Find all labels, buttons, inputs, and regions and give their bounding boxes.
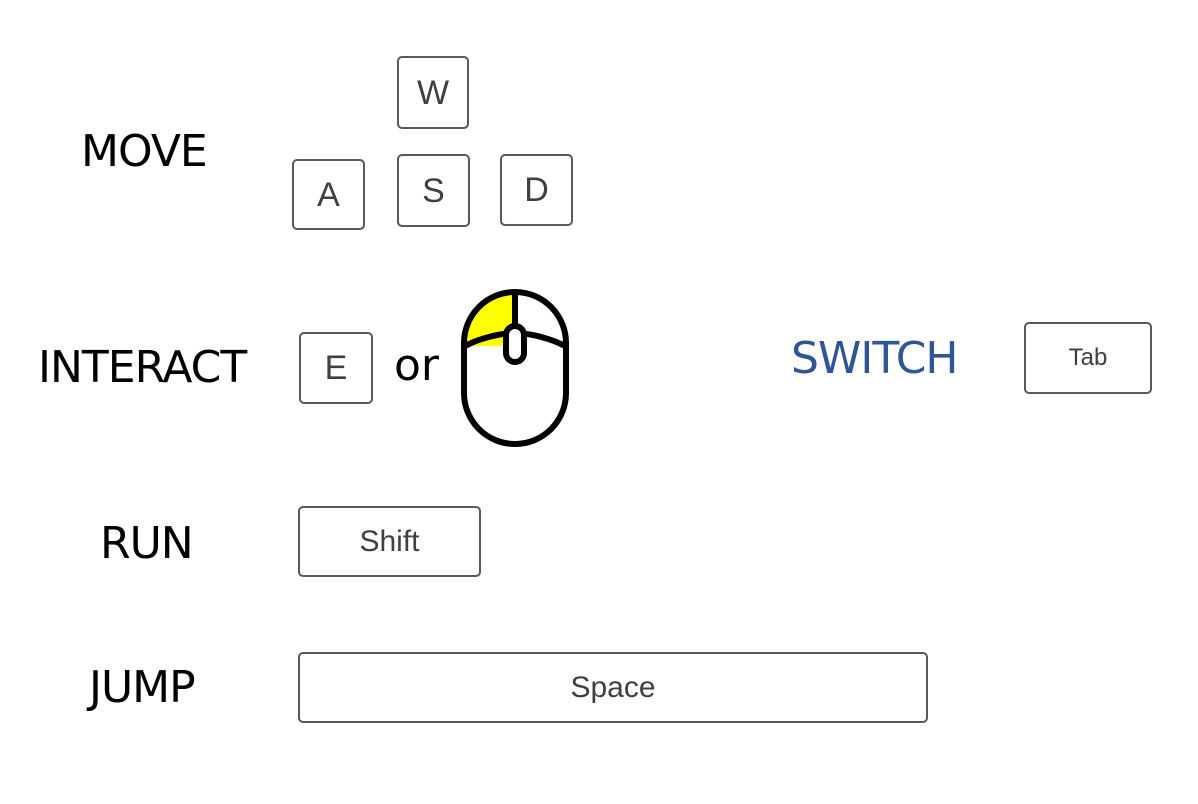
key-space: Space: [298, 652, 928, 723]
key-e-label: E: [324, 349, 348, 387]
key-d-label: D: [524, 171, 549, 209]
key-w: W: [397, 56, 469, 129]
move-label: MOVE: [81, 126, 208, 177]
key-tab: Tab: [1024, 322, 1152, 394]
run-label: RUN: [100, 518, 194, 569]
key-shift: Shift: [298, 506, 481, 577]
key-s-label: S: [422, 171, 445, 210]
jump-label: JUMP: [89, 662, 196, 713]
key-a-label: A: [317, 175, 340, 214]
interact-label: INTERACT: [38, 342, 247, 393]
key-space-label: Space: [570, 670, 656, 704]
key-tab-label: Tab: [1068, 344, 1108, 371]
key-w-label: W: [416, 73, 450, 112]
mouse-left-click-icon: [461, 289, 569, 447]
key-s: S: [397, 154, 470, 227]
switch-label: SWITCH: [791, 333, 959, 384]
key-d: D: [500, 154, 573, 226]
or-text: or: [394, 340, 440, 391]
key-shift-label: Shift: [359, 524, 420, 558]
key-a: A: [292, 159, 365, 230]
key-e: E: [299, 332, 373, 404]
